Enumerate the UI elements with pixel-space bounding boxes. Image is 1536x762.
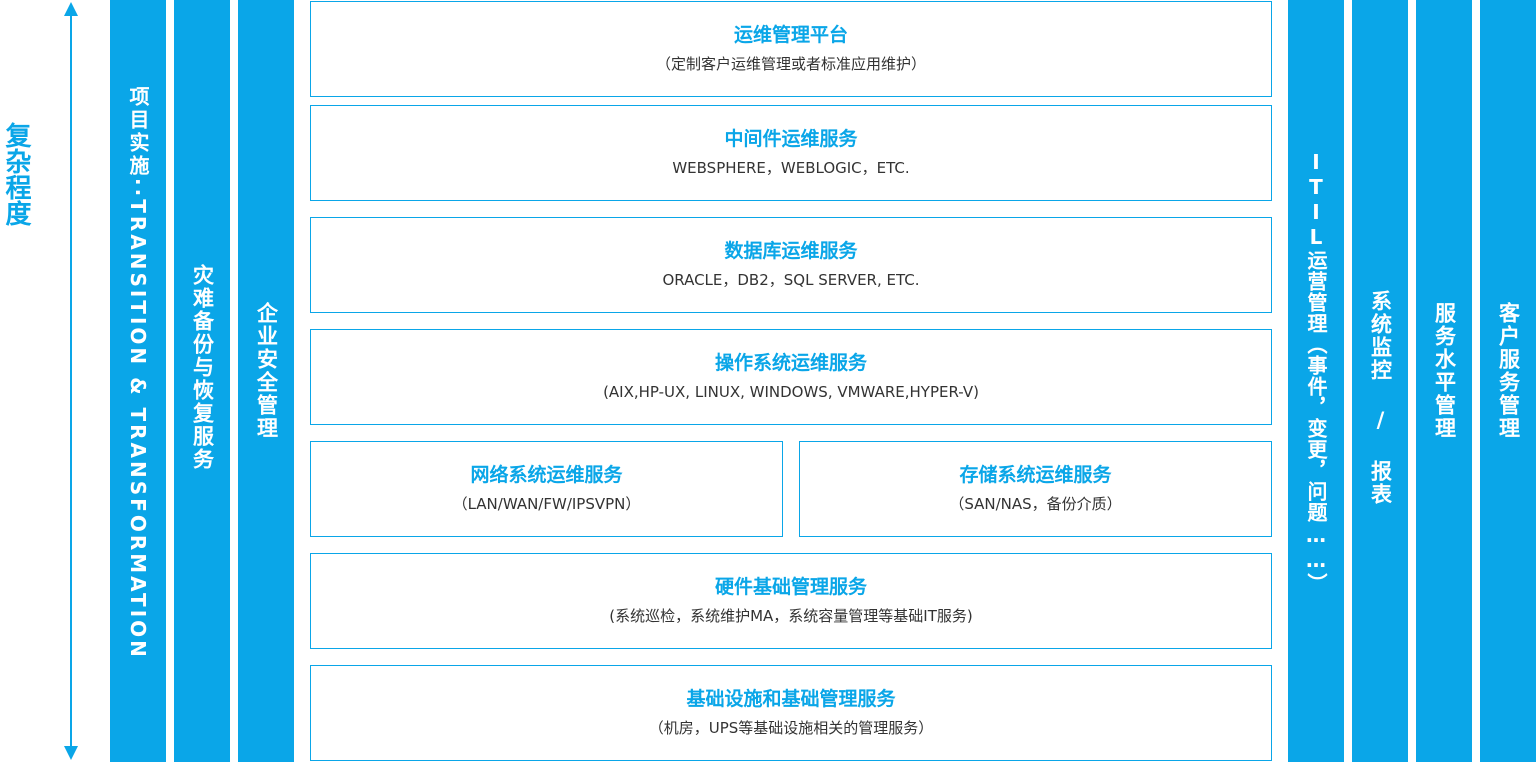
layer-network: 网络系统运维服务 （LAN/WAN/FW/IPSVPN） bbox=[310, 441, 783, 537]
layer-storage: 存储系统运维服务 （SAN/NAS，备份介质） bbox=[799, 441, 1272, 537]
layer-subtitle: （机房，UPS等基础设施相关的管理服务） bbox=[648, 719, 934, 737]
layer-subtitle: （LAN/WAN/FW/IPSVPN） bbox=[452, 495, 641, 513]
layer-title: 中间件运维服务 bbox=[724, 128, 858, 150]
layer-subtitle: WEBSPHERE，WEBLOGIC，ETC. bbox=[672, 159, 910, 177]
column-system-monitoring: 系统监控 / 报表 bbox=[1352, 0, 1408, 762]
column-label: 服务水平管理 bbox=[1432, 302, 1457, 440]
layer-hardware: 硬件基础管理服务 (系统巡检，系统维护MA，系统容量管理等基础IT服务) bbox=[310, 553, 1272, 649]
column-label: 灾难备份与恢复服务 bbox=[190, 264, 215, 471]
layer-title: 网络系统运维服务 bbox=[470, 464, 623, 486]
layer-middleware: 中间件运维服务 WEBSPHERE，WEBLOGIC，ETC. bbox=[310, 105, 1272, 201]
layer-title: 数据库运维服务 bbox=[724, 240, 858, 262]
column-enterprise-security: 企业安全管理 bbox=[238, 0, 294, 762]
column-itil-operations: ITIL运营管理（事件，变更，问题……） bbox=[1288, 0, 1344, 762]
column-label: 系统监控 / 报表 bbox=[1368, 290, 1393, 506]
column-label: 项目实施··TRANSITION & TRANSFORMATION bbox=[126, 86, 150, 660]
layer-title: 硬件基础管理服务 bbox=[714, 576, 867, 598]
layer-title: 存储系统运维服务 bbox=[959, 464, 1112, 486]
column-label: ITIL运营管理（事件，变更，问题……） bbox=[1304, 150, 1328, 594]
layer-subtitle: (AIX,HP-UX, LINUX, WINDOWS, VMWARE,HYPER… bbox=[603, 383, 979, 401]
layer-title: 运维管理平台 bbox=[733, 24, 848, 46]
complexity-axis-label: 复杂程度 bbox=[1, 122, 31, 226]
column-label: 企业安全管理 bbox=[254, 302, 279, 440]
column-disaster-recovery: 灾难备份与恢复服务 bbox=[174, 0, 230, 762]
layer-title: 基础设施和基础管理服务 bbox=[686, 688, 896, 710]
layer-title: 操作系统运维服务 bbox=[714, 352, 867, 374]
layer-subtitle: ORACLE，DB2，SQL SERVER, ETC. bbox=[662, 271, 920, 289]
column-project-implementation: 项目实施··TRANSITION & TRANSFORMATION bbox=[110, 0, 166, 762]
layer-infrastructure: 基础设施和基础管理服务 （机房，UPS等基础设施相关的管理服务） bbox=[310, 665, 1272, 761]
layer-operating-system: 操作系统运维服务 (AIX,HP-UX, LINUX, WINDOWS, VMW… bbox=[310, 329, 1272, 425]
column-customer-service: 客户服务管理 bbox=[1480, 0, 1536, 762]
column-label: 客户服务管理 bbox=[1496, 302, 1521, 440]
layer-subtitle: （SAN/NAS，备份介质） bbox=[949, 495, 1122, 513]
layer-ops-platform: 运维管理平台 （定制客户运维管理或者标准应用维护） bbox=[310, 1, 1272, 97]
layer-subtitle: （定制客户运维管理或者标准应用维护） bbox=[655, 55, 926, 73]
column-service-level: 服务水平管理 bbox=[1416, 0, 1472, 762]
layer-subtitle: (系统巡检，系统维护MA，系统容量管理等基础IT服务) bbox=[609, 607, 973, 625]
layer-database: 数据库运维服务 ORACLE，DB2，SQL SERVER, ETC. bbox=[310, 217, 1272, 313]
complexity-axis-arrow bbox=[64, 2, 78, 760]
